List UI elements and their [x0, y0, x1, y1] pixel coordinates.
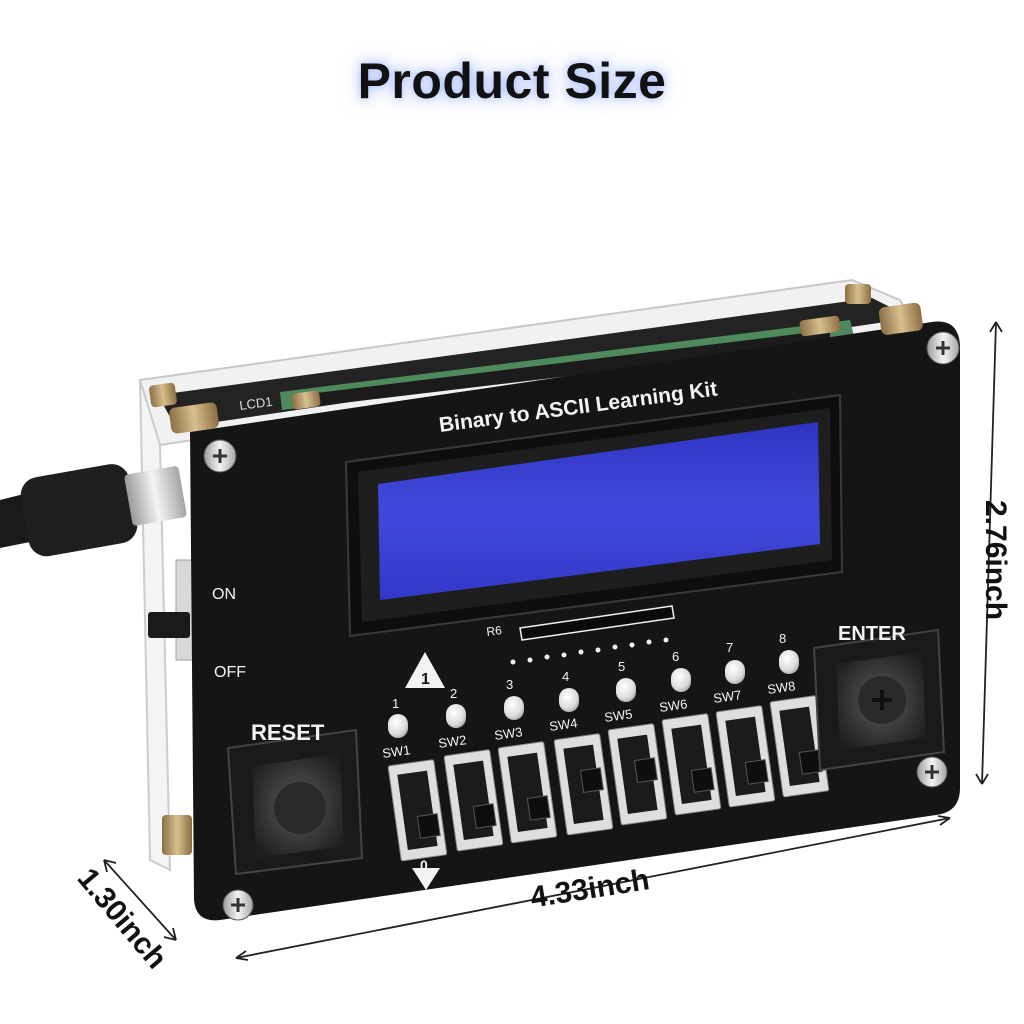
height-dimension-label: 2.76inch — [979, 500, 1012, 621]
slide-switch — [715, 705, 776, 808]
back-board — [158, 298, 912, 428]
led — [671, 668, 691, 692]
slide-switch — [607, 723, 668, 826]
screws — [203, 331, 960, 921]
switch-labels: SW1 SW2 SW3 SW4 SW5 SW6 SW7 SW8 — [381, 678, 796, 761]
led-number: 3 — [506, 677, 513, 692]
slide-switch — [553, 733, 614, 836]
power-off-label: OFF — [214, 664, 246, 681]
led-number: 7 — [726, 640, 733, 655]
led — [779, 650, 799, 674]
slide-switches[interactable] — [387, 695, 830, 862]
page-title: Product Size — [357, 53, 667, 109]
led-number: 8 — [779, 631, 786, 646]
led-number: 6 — [672, 649, 679, 664]
slide-switch — [387, 759, 448, 862]
lcd-screen — [378, 422, 820, 600]
arrow-up-label: 1 — [421, 671, 430, 688]
reset-label: RESET — [251, 720, 325, 745]
led-row — [388, 650, 799, 738]
usb-cable — [0, 464, 187, 557]
lcd-silkscreen-label: LCD1 — [238, 394, 273, 413]
switch-label: SW5 — [603, 706, 633, 725]
resistor-network — [510, 605, 675, 665]
arrow-down-label: 0 — [420, 857, 428, 873]
arrow-down-indicator — [412, 868, 440, 890]
switch-label: SW4 — [548, 715, 578, 734]
led — [446, 704, 466, 728]
enter-button[interactable] — [812, 628, 946, 772]
led — [616, 678, 636, 702]
slide-switch — [661, 713, 722, 816]
switch-label: SW1 — [381, 742, 411, 761]
switch-label: SW7 — [712, 687, 742, 706]
led — [725, 660, 745, 684]
switch-label: SW8 — [766, 678, 796, 697]
led-number: 1 — [392, 696, 399, 711]
led-number: 4 — [562, 669, 569, 684]
led-numbers: 1 2 3 4 5 6 7 8 — [392, 631, 786, 711]
slide-switch — [497, 741, 558, 844]
rear-standoffs — [149, 284, 871, 410]
power-on-label: ON — [212, 586, 236, 603]
led-number: 2 — [450, 686, 457, 701]
lcd-module — [344, 393, 844, 638]
led — [559, 688, 579, 712]
front-standoffs — [162, 302, 923, 855]
switch-label: SW2 — [437, 732, 467, 751]
led — [504, 696, 524, 720]
dimension-lines — [103, 321, 1003, 961]
arrow-up-indicator — [405, 652, 445, 688]
slide-switch — [443, 749, 504, 852]
reset-button[interactable] — [226, 728, 364, 876]
enter-label: ENTER — [838, 623, 906, 645]
switch-label: SW3 — [493, 724, 523, 743]
switch-label: SW6 — [658, 696, 688, 715]
led — [388, 714, 408, 738]
resistor-label: R6 — [486, 623, 503, 639]
led-number: 5 — [618, 659, 625, 674]
